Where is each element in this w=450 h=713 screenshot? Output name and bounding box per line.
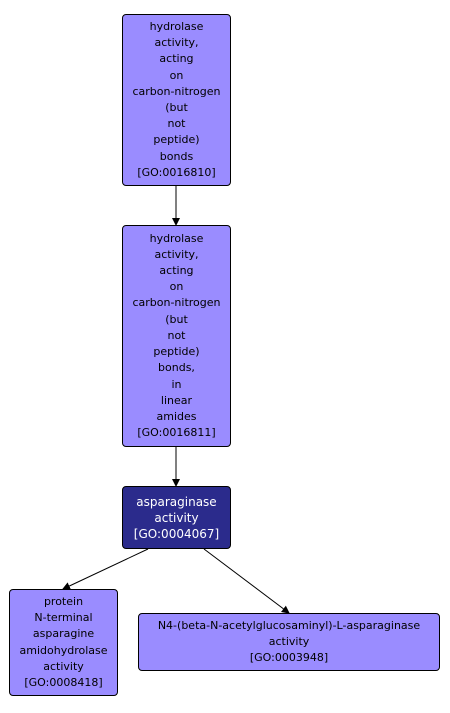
node-label-line: peptide) [153,345,200,359]
node-label-line: not [167,117,186,131]
node-label-line: protein [43,594,84,608]
node-label-line: amidohydrolase [19,643,108,657]
node-go-0004067-lines: asparaginase activity [136,494,216,526]
node-go-0004067[interactable]: asparaginase activity [GO:0004067] [122,486,231,549]
node-label-line: N-terminal [34,611,93,625]
node-label-line: on [169,68,184,82]
node-go-id: [GO:0016810] [137,165,216,179]
node-label-line: activity, [154,36,199,50]
node-label-line: amides [156,409,197,423]
node-label-line: not [167,328,186,342]
node-go-0016810[interactable]: hydrolase activity, acting on carbon-nit… [122,14,231,186]
node-label-line: hydrolase [149,19,204,33]
node-label-line: carbon-nitrogen [132,296,221,310]
node-go-id: [GO:0003948] [249,651,329,665]
node-label-line: in [171,377,182,391]
node-label-line: activity [43,659,84,673]
node-go-0016811[interactable]: hydrolase activity, acting on carbon-nit… [122,225,231,447]
node-label-line: activity, [154,247,199,261]
edge-0004067-to-0008418 [62,548,149,590]
node-go-0016810-lines: hydrolase activity, acting on carbon-nit… [132,19,220,165]
node-label-line: acting [159,52,194,66]
node-label-line: hydrolase [149,231,204,245]
node-label-line: peptide) [153,133,200,147]
edge-0004067-to-0003948 [203,548,290,614]
node-go-id: [GO:0008418] [24,675,103,689]
node-go-0008418[interactable]: protein N-terminal asparagine amidohydro… [9,589,118,696]
node-label-line: on [169,280,184,294]
node-label-line: acting [159,264,194,278]
node-go-0008418-lines: protein N-terminal asparagine amidohydro… [20,594,108,675]
node-label-line: activity [154,510,199,525]
node-label-line: N4-(beta-N-acetylglucosaminyl)-L-asparag… [157,618,421,632]
node-label-line: (but [165,312,188,326]
node-label-line: bonds, [158,361,195,375]
node-label-line: activity [268,634,310,648]
node-label-line: (but [165,101,188,114]
node-go-id: [GO:0016811] [137,426,216,440]
node-go-0016811-lines: hydrolase activity, acting on carbon-nit… [132,231,220,425]
node-label-line: asparagine [32,627,95,641]
node-go-0003948[interactable]: N4-(beta-N-acetylglucosaminyl)-L-asparag… [138,613,440,671]
node-label-line: linear [160,393,193,407]
node-go-id: [GO:0004067] [133,526,220,541]
node-label-line: carbon-nitrogen [132,84,221,98]
node-go-0003948-lines: N4-(beta-N-acetylglucosaminyl)-L-asparag… [158,618,420,650]
node-label-line: asparaginase [136,494,217,509]
node-label-line: bonds [159,149,194,163]
